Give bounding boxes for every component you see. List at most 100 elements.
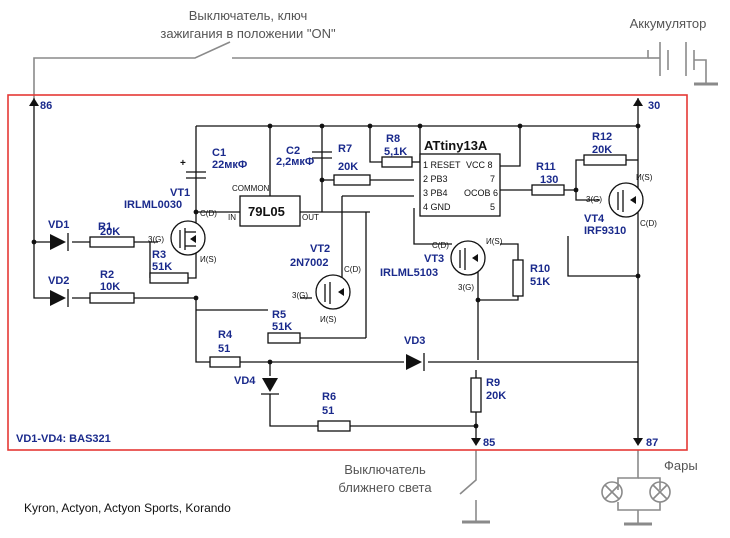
mcu-pin5: 5 [490, 202, 495, 212]
mcu-pin8: VCC 8 [466, 160, 493, 170]
r3-name: R3 [152, 249, 166, 261]
c1-name: C1 [212, 147, 226, 159]
r1-value-visible: 20K [100, 226, 120, 238]
vt1-gate: 3(G) [148, 235, 164, 244]
r5-name: R5 [272, 309, 286, 321]
resistor-r8 [381, 156, 413, 168]
regulator-out-label: OUT [302, 213, 319, 222]
r10-name: R10 [530, 263, 550, 275]
vt1-drain: С(D) [200, 209, 217, 218]
pin-30-label: 30 [648, 100, 660, 112]
vt2-source: И(S) [320, 315, 337, 324]
vt4-name: VT4 [584, 213, 605, 225]
vt3-drain: С(D) [432, 241, 449, 250]
resistor-r9 [470, 377, 482, 413]
resistor-r11 [531, 184, 565, 196]
resistor-r1 [89, 236, 135, 248]
r11-name: R11 [536, 161, 556, 173]
regulator-common-label: COMMON [232, 184, 270, 193]
vt3-source: И(S) [486, 237, 503, 246]
r4-value: 51 [218, 343, 230, 355]
vt3-name: VT3 [424, 253, 444, 265]
vd4-label: VD4 [234, 375, 256, 387]
diode-vd2 [50, 289, 69, 307]
mosfet-vt1 [170, 220, 206, 256]
capacitor-c1: + [180, 158, 206, 179]
vt4-gate: 3(G) [586, 195, 602, 204]
mcu-pin1: 1 RESET [423, 160, 461, 170]
resistor-r6 [317, 420, 351, 432]
vt2-part: 2N7002 [290, 257, 329, 269]
vt1-name: VT1 [170, 187, 190, 199]
pin-87-label: 87 [646, 437, 658, 449]
r9-name: R9 [486, 377, 500, 389]
mcu-pin3: 3 PB4 [423, 188, 448, 198]
resistor-r2 [89, 292, 135, 304]
mcu-pin2: 2 PB3 [423, 174, 448, 184]
vt2-gate: 3(G) [292, 291, 308, 300]
vd3-label: VD3 [404, 335, 425, 347]
resistor-r12 [583, 154, 627, 166]
r4-name: R4 [218, 329, 233, 341]
regulator-in-label: IN [228, 213, 236, 222]
r2-value: 10K [100, 281, 120, 293]
r12-name: R12 [592, 131, 612, 143]
pin-86-label: 86 [40, 100, 52, 112]
diode-note: VD1-VD4: BAS321 [16, 433, 111, 445]
ignition-switch-label-1: Выключатель, ключ [189, 8, 307, 23]
vt2-drain: С(D) [344, 265, 361, 274]
models-caption: Kyron, Actyon, Actyon Sports, Korando [24, 501, 231, 515]
diode-vd4 [261, 378, 279, 395]
r6-name: R6 [322, 391, 336, 403]
r7-value: 20K [338, 161, 358, 173]
headlights-label: Фары [664, 458, 698, 473]
mcu-pin4: 4 GND [423, 202, 451, 212]
ignition-switch-label-2: зажигания в положении "ON" [160, 26, 336, 41]
mosfet-vt2 [315, 274, 351, 310]
c2-value: 2,2мкФ [276, 156, 314, 168]
r11-value: 130 [540, 174, 558, 186]
diode-vd3 [406, 353, 425, 371]
mcu-attiny13a [419, 153, 501, 217]
low-beam-switch-label-1: Выключатель [344, 462, 426, 477]
r10-value: 51K [530, 276, 550, 288]
resistor-r10 [512, 259, 524, 297]
module-boundary [7, 94, 688, 451]
vt4-part: IRF9310 [584, 225, 626, 237]
r5-value: 51K [272, 321, 292, 333]
resistor-r4 [209, 356, 241, 368]
vt3-gate: 3(G) [458, 283, 474, 292]
r6-value: 51 [322, 405, 334, 417]
r8-name: R8 [386, 133, 400, 145]
vt4-drain: С(D) [640, 219, 657, 228]
vt1-source: И(S) [200, 255, 217, 264]
external-wiring [33, 41, 718, 526]
r3-value: 51K [152, 261, 172, 273]
pin-85-label: 85 [483, 437, 495, 449]
capacitor-c2 [312, 151, 332, 159]
pin-arrows [29, 98, 643, 446]
vt2-name: VT2 [310, 243, 330, 255]
r12-value: 20K [592, 144, 612, 156]
svg-text:+: + [180, 158, 186, 169]
mcu-pin6: OCOB 6 [464, 188, 498, 198]
resistor-r3 [149, 272, 189, 284]
vt1-part: IRLML0030 [124, 199, 182, 211]
r2-name: R2 [100, 269, 114, 281]
junction-dots [31, 123, 641, 429]
vd2-label: VD2 [48, 275, 69, 287]
c2-name: C2 [286, 145, 300, 157]
r8-value: 5,1K [384, 146, 407, 158]
c1-value: 22мкФ [212, 159, 247, 171]
mosfet-vt3 [450, 240, 486, 276]
regulator-79l05 [239, 195, 301, 227]
vt4-source: И(S) [636, 173, 653, 182]
battery-label: Аккумулятор [630, 16, 707, 31]
regulator-name: 79L05 [248, 204, 285, 219]
low-beam-switch-label-2: ближнего света [338, 480, 432, 495]
mosfet-vt4 [608, 182, 644, 218]
r7-name: R7 [338, 143, 352, 155]
vt3-part: IRLML5103 [380, 267, 438, 279]
